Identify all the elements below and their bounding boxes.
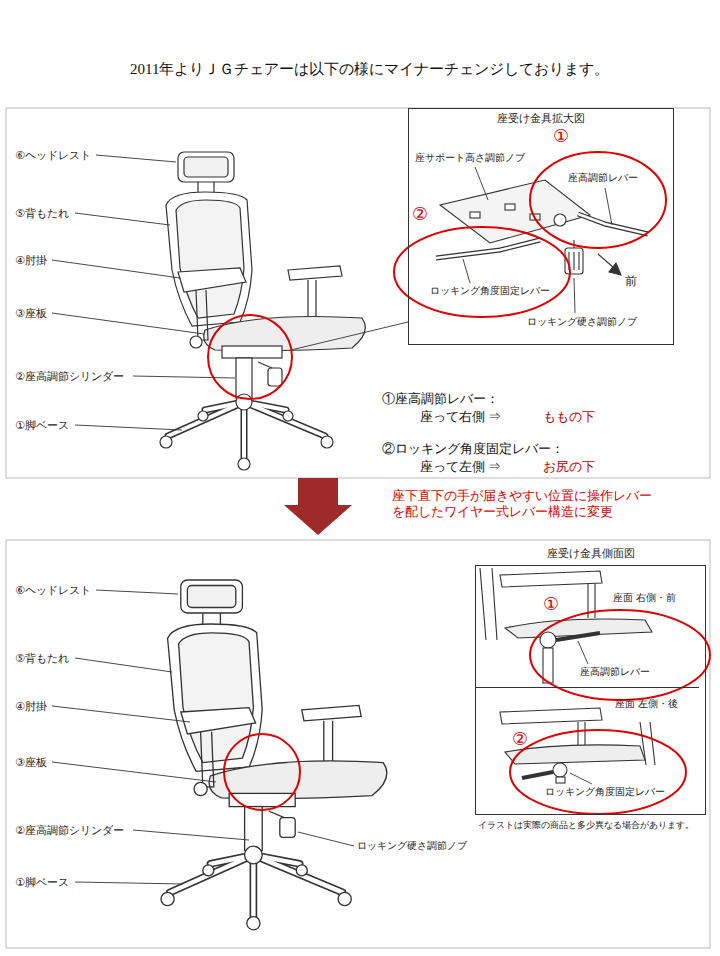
part-label: ③座板 — [15, 307, 47, 320]
mechanism-closeup — [574, 278, 575, 313]
side-view — [578, 722, 585, 748]
part-label: ②座高調節シリンダー — [15, 824, 124, 837]
highlight-ellipse — [510, 730, 686, 814]
leader-line — [291, 322, 408, 350]
box-heading: 座受け金具側面図 — [476, 547, 705, 560]
mechanism-closeup — [505, 204, 515, 210]
mechanism-closeup — [609, 263, 621, 275]
side-view — [553, 763, 567, 777]
part-label: 座高調節レバー — [568, 172, 638, 184]
leader-line — [96, 155, 176, 162]
inset-box: 座受け金具拡大図 — [408, 108, 674, 345]
frame — [6, 540, 710, 948]
mechanism-closeup — [578, 214, 648, 234]
leader-line — [75, 882, 183, 884]
mechanism-closeup — [598, 254, 614, 268]
down-arrow — [284, 478, 352, 535]
side-view — [570, 773, 592, 784]
part-label: ⑥ヘッドレスト — [15, 149, 91, 162]
note-emphasis: ももの下 — [543, 409, 595, 425]
side-view — [540, 632, 556, 648]
box-heading: 座面 左側・後 — [615, 698, 678, 710]
part-label: ①脚ベース — [15, 419, 69, 432]
page-title: 2011年よりＪＧチェアーは以下の様にマイナーチェンジしております。 — [130, 60, 609, 78]
note-heading: ②ロッキング角度固定レバー： — [382, 441, 564, 457]
callout-number: ① — [543, 595, 559, 613]
mechanism-closeup — [578, 214, 648, 234]
part-label: ①脚ベース — [15, 876, 69, 889]
leader-line — [75, 425, 182, 430]
side-view — [556, 777, 565, 783]
part-label: ⑤背もたれ — [15, 652, 69, 665]
part-label: ⑥ヘッドレスト — [15, 584, 91, 597]
mechanism-closeup — [463, 259, 470, 283]
note-text: 座って左側 ⇒ — [420, 459, 501, 475]
callout-number: ① — [553, 127, 569, 145]
leader-line — [52, 260, 180, 278]
part-label: ③座板 — [15, 756, 47, 769]
mechanism-closeup — [470, 212, 480, 218]
part-label: ロッキング硬さ調節ノブ — [357, 840, 467, 852]
part-label: 座高調節レバー — [580, 666, 650, 678]
leader-line — [298, 832, 354, 846]
leader-line — [96, 590, 178, 594]
side-view — [500, 571, 602, 587]
note-text: 座って右側 ⇒ — [420, 409, 501, 425]
side-view — [500, 708, 602, 724]
leader-line — [75, 213, 170, 225]
direction-label: 前 — [625, 274, 637, 288]
chair-before — [160, 152, 365, 470]
part-label: ④肘掛 — [15, 700, 47, 713]
change-note: 座下直下の手が届きやすい位置に操作レバー を配したワイヤー式レバー構造に変更 — [392, 488, 660, 521]
part-label: ロッキング硬さ調節ノブ — [527, 316, 637, 328]
frame — [6, 108, 710, 948]
leader-line — [133, 376, 235, 378]
note-emphasis: お尻の下 — [543, 459, 595, 475]
highlight-ellipse — [394, 227, 570, 317]
callout-number: ② — [412, 205, 428, 223]
part-label: 座サポート高さ調節ノブ — [415, 152, 525, 164]
callout-number: ② — [512, 730, 528, 748]
leader-line — [75, 658, 172, 672]
side-view — [543, 648, 553, 683]
part-label: ②座高調節シリンダー — [15, 370, 124, 383]
disclaimer: イラストは実際の商品と多少異なる場合があります。 — [478, 820, 694, 831]
highlight-ellipse — [224, 734, 300, 810]
box-heading: 座受け金具拡大図 — [409, 112, 673, 125]
part-label: ⑤背もたれ — [15, 207, 69, 220]
inset-box: 座受け金具側面図座面 右側・前座面 左側・後 — [475, 565, 706, 815]
side-view — [522, 772, 553, 778]
side-view — [480, 568, 497, 640]
leader-line — [52, 155, 408, 884]
leader-line — [133, 830, 249, 840]
leader-line — [52, 762, 216, 782]
side-view — [556, 633, 600, 640]
highlight-ellipse — [208, 152, 710, 814]
mechanism-closeup — [436, 240, 540, 258]
part-label: ロッキング角度固定レバー — [545, 786, 665, 798]
mechanism-closeup — [436, 240, 540, 258]
mechanism-closeup — [440, 180, 590, 243]
frame — [6, 108, 710, 478]
highlight-ellipse — [530, 610, 710, 700]
mechanism-closeup — [605, 188, 612, 225]
leader-line — [52, 706, 190, 722]
mechanism-closeup — [554, 214, 566, 226]
note-heading: ①座高調節レバー： — [382, 391, 499, 407]
highlight-ellipse — [530, 152, 666, 248]
mechanism-closeup — [475, 167, 488, 200]
highlight-ellipse — [208, 315, 292, 399]
part-label: ロッキング角度固定レバー — [430, 285, 550, 297]
chair-after — [161, 580, 387, 930]
part-label: ④肘掛 — [15, 254, 47, 267]
box-heading: 座面 右側・前 — [613, 592, 676, 604]
side-view — [578, 641, 588, 664]
leader-line — [52, 313, 204, 334]
